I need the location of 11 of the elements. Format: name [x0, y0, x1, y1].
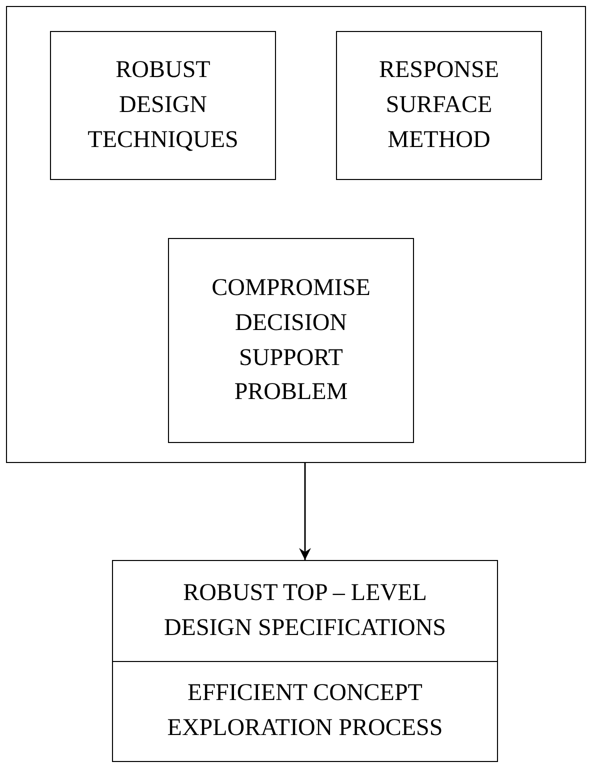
process-box — [168, 238, 414, 443]
box-text: EFFICIENT CONCEPT EXPLORATION PROCESS — [166, 679, 444, 744]
process-box — [336, 31, 542, 180]
box-text: COMPROMISE DECISION SUPPORT PROBLEM — [210, 274, 372, 408]
arrow — [299, 463, 311, 560]
process-box — [112, 560, 498, 762]
box-text: ROBUST DESIGN TECHNIQUES — [86, 56, 240, 155]
box-text: ROBUST TOP – LEVEL DESIGN SPECIFICATIONS — [162, 578, 448, 643]
box-text: RESPONSE SURFACE METHOD — [378, 56, 500, 155]
process-box — [50, 31, 276, 180]
container-box — [6, 6, 586, 463]
